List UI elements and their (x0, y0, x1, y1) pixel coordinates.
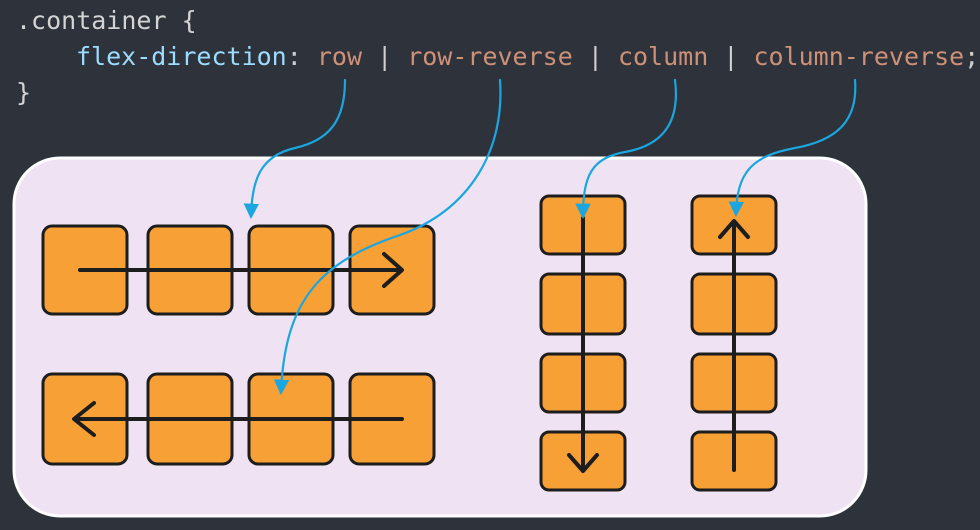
selector-text: .container (16, 6, 167, 35)
colon: : (286, 42, 302, 71)
code-line-1: .container { (16, 4, 197, 38)
css-code-snippet: .container { flex-direction: row | row-r… (0, 0, 980, 120)
code-line-3: } (16, 76, 31, 110)
row-reverse-example (41, 372, 436, 466)
guide-column (575, 78, 677, 220)
row-flow-arrow (78, 252, 404, 288)
guide-row (243, 78, 347, 220)
column-reverse-flow-arrow (718, 219, 750, 472)
separator-3: | (723, 42, 739, 71)
value-row-reverse: row-reverse (407, 42, 573, 71)
guide-column-reverse (728, 78, 857, 218)
column-example (539, 194, 627, 492)
code-line-2: flex-direction: row | row-reverse | colu… (76, 40, 979, 74)
open-brace: { (181, 6, 197, 35)
row-example (41, 224, 436, 316)
property-text: flex-direction (76, 42, 287, 71)
semicolon: ; (964, 42, 980, 71)
value-row: row (316, 42, 362, 71)
separator-1: | (377, 42, 393, 71)
column-reverse-example (690, 194, 778, 492)
row-reverse-flow-arrow (72, 401, 404, 437)
column-flow-arrow (567, 216, 599, 473)
separator-2: | (587, 42, 603, 71)
value-column: column (617, 42, 709, 71)
guide-row-reverse (273, 78, 502, 396)
value-column-reverse: column-reverse (753, 42, 965, 71)
close-brace: } (16, 78, 32, 107)
